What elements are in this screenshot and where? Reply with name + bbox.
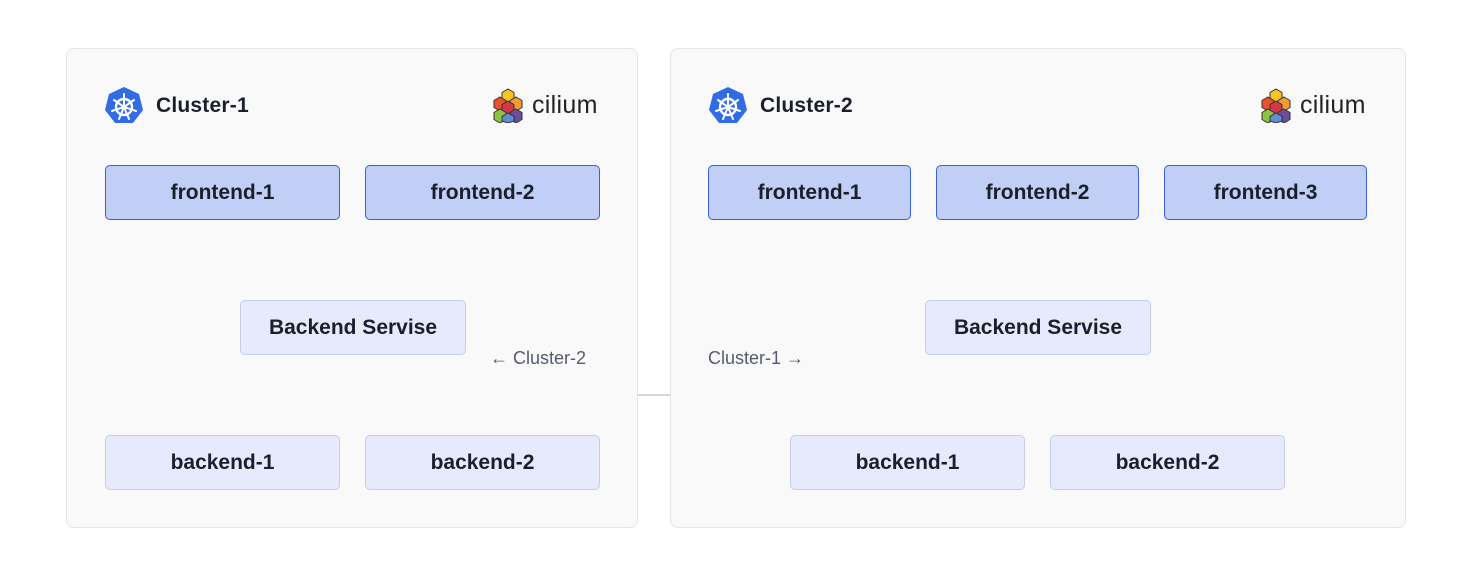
cluster-2-frontend-3: frontend-3 xyxy=(1164,165,1367,220)
cluster-1-frontend-1: frontend-1 xyxy=(105,165,340,220)
cluster-1-backend-2: backend-2 xyxy=(365,435,600,490)
cluster-2-backend-service: Backend Servise xyxy=(925,300,1151,355)
route-label-to-cluster-1: Cluster-1 → xyxy=(708,348,805,368)
cluster-2-frontend-2: frontend-2 xyxy=(936,165,1139,220)
cilium-hex-icon xyxy=(1261,88,1291,123)
kubernetes-icon xyxy=(709,87,747,123)
cluster-1-frontend-2: frontend-2 xyxy=(365,165,600,220)
cluster-2-frontend-1: frontend-1 xyxy=(708,165,911,220)
kubernetes-icon xyxy=(105,87,143,123)
cluster-name: Cluster-1 xyxy=(156,94,249,117)
cluster-2-header: Cluster-2 xyxy=(708,86,853,126)
cluster-1-backend-1: backend-1 xyxy=(105,435,340,490)
cluster-1-backend-service: Backend Servise xyxy=(240,300,466,355)
cilium-label: cilium xyxy=(1300,90,1366,119)
cluster-2-backend-1: backend-1 xyxy=(790,435,1025,490)
cluster-1-header: Cluster-1 xyxy=(104,86,249,126)
cilium-logo: cilium xyxy=(1258,87,1366,123)
cluster-name: Cluster-2 xyxy=(760,94,853,117)
cilium-logo: cilium xyxy=(490,87,598,123)
route-label-to-cluster-2: ← Cluster-2 xyxy=(490,348,587,368)
cluster-2-backend-2: backend-2 xyxy=(1050,435,1285,490)
cilium-hex-icon xyxy=(493,88,523,123)
cilium-label: cilium xyxy=(532,90,598,119)
